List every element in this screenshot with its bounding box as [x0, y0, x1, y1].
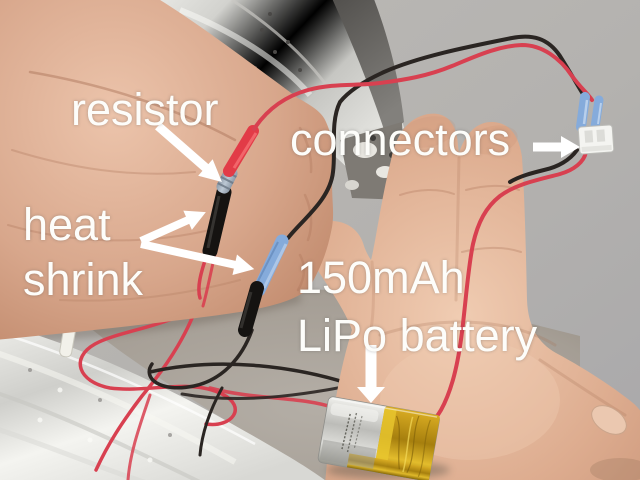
- annotation-battery-line2: LiPo battery: [297, 310, 538, 361]
- resistor-chain: [197, 125, 259, 308]
- annotation-battery: 150mAh LiPo battery: [297, 249, 537, 365]
- jst-connector: [576, 92, 615, 155]
- annotation-battery-line1: 150mAh: [297, 252, 465, 303]
- annotation-heat-shrink: heat shrink: [23, 197, 143, 307]
- black-heat-shrink-lower: [238, 281, 264, 337]
- annotation-connectors: connectors: [290, 117, 510, 162]
- lipo-battery: [317, 396, 440, 480]
- thumb-nail: [591, 405, 627, 435]
- connectors-arrow: [533, 136, 580, 158]
- black-heat-shrink-upper: [202, 184, 232, 259]
- battery-arrow: [357, 345, 385, 403]
- blue-shrink-chain: [238, 34, 588, 337]
- annotation-connectors-label: connectors: [290, 114, 511, 165]
- resistor-arrow: [155, 122, 222, 182]
- annotation-arrows: [139, 122, 580, 403]
- blue-heat-shrink: [252, 234, 289, 297]
- left-hand: [0, 0, 335, 340]
- red-wire-to-connector: [252, 42, 594, 131]
- battery-red-wire: [427, 150, 588, 426]
- foil-shadow-edge: [332, 0, 404, 136]
- annotation-resistor: resistor: [71, 87, 219, 132]
- black-wire-below-connector: [508, 148, 579, 184]
- heat-shrink-arrow-upper: [139, 210, 206, 245]
- annotation-resistor-label: resistor: [71, 84, 219, 135]
- annotation-heat-shrink-line2: shrink: [23, 254, 144, 305]
- heat-shrink-arrow-lower: [140, 240, 255, 276]
- annotation-heat-shrink-line1: heat: [23, 199, 111, 250]
- red-heat-shrink: [223, 125, 259, 177]
